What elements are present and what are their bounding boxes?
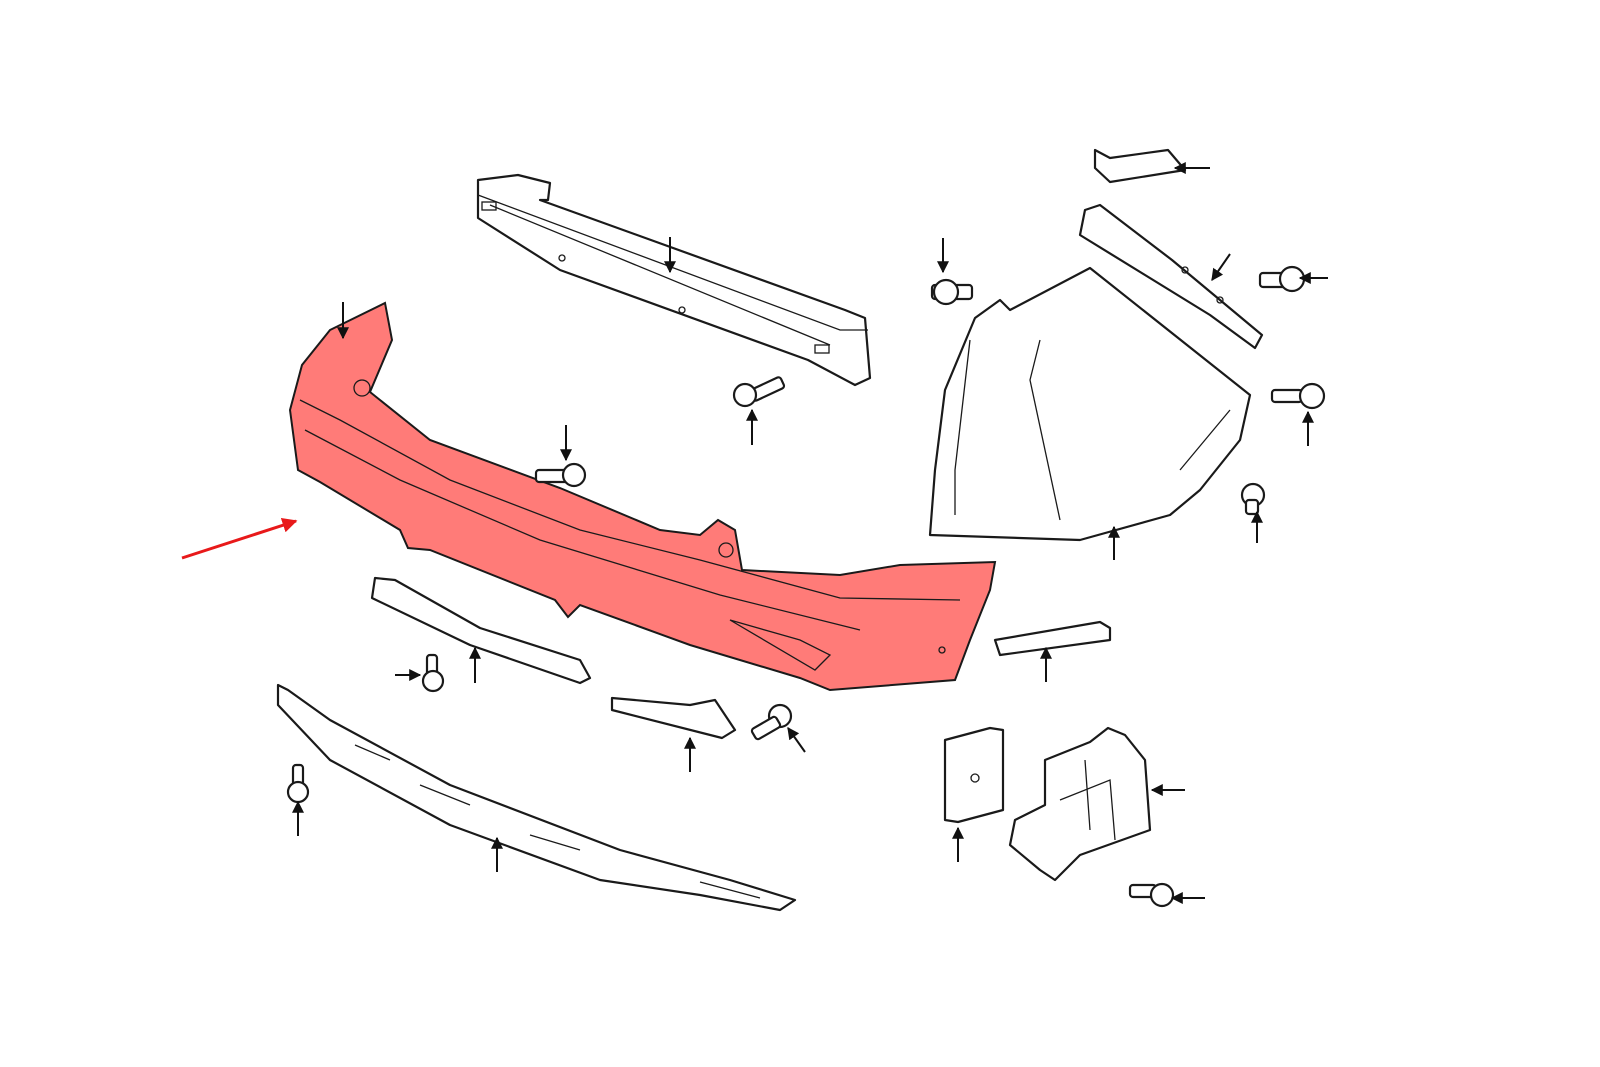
bolt-icon (930, 278, 974, 306)
bolt-icon (732, 376, 786, 408)
lower-center-bracket-stroke (610, 696, 737, 740)
bumper-mount-bracket-stroke (1059, 759, 1116, 841)
upper-bracket-stroke (1078, 203, 1264, 350)
bolt-icon-stroke (1298, 382, 1326, 410)
bumper-reinforcement-beam (476, 173, 872, 387)
bolt-icon (534, 462, 587, 488)
bumper-corner-panel (928, 266, 1252, 542)
bumper-corner-panel-stroke (954, 339, 1231, 521)
highlight-pointer-arrow (181, 518, 298, 560)
bumper-reinforcement-beam-stroke (558, 254, 566, 262)
upper-bracket-stroke (1181, 266, 1189, 274)
absorber-pad-stroke (970, 773, 980, 783)
bolt-icon-stroke (421, 669, 445, 693)
callout-arrows-stroke (1211, 253, 1231, 281)
absorber-pad-stroke (943, 726, 1005, 824)
bolt-icon-stroke (750, 715, 782, 741)
bumper-corner-panel-stroke (928, 266, 1252, 542)
bumper-cover-highlighted-stroke (938, 646, 946, 654)
bumper-cover-highlighted-stroke (304, 429, 861, 631)
lower-valance-skid-plate-stroke (276, 683, 797, 912)
bolt-icon (286, 763, 310, 804)
absorber-pad (943, 726, 1005, 824)
upper-bracket-stroke (1093, 148, 1187, 184)
callout-arrows-stroke (787, 727, 806, 753)
bolt-icon (1128, 882, 1175, 908)
bolt-icon (750, 703, 793, 741)
bolt-icon-stroke (732, 382, 758, 408)
fasteners (286, 265, 1326, 908)
bumper-cover-highlighted-stroke (353, 379, 371, 397)
bolt-icon-stroke (1244, 498, 1260, 516)
bolt-icon-stroke (286, 780, 310, 804)
bumper-cover-highlighted-stroke (729, 619, 832, 671)
bumper-cover-highlighted-stroke (299, 399, 961, 601)
right-side-bracket (993, 620, 1112, 657)
bumper-cover-highlighted[interactable] (288, 301, 997, 692)
bolt-icon-stroke (1149, 882, 1175, 908)
lower-valance-skid-plate (276, 683, 797, 912)
lower-valance-skid-plate-stroke (354, 744, 761, 899)
bumper-cover-shape[interactable] (288, 301, 997, 692)
right-side-bracket-stroke (993, 620, 1112, 657)
bolt-icon (421, 653, 445, 693)
bumper-reinforcement-beam-stroke (814, 344, 830, 354)
bumper-cover-highlighted-stroke (718, 542, 734, 558)
bolt-icon (1258, 265, 1306, 293)
bumper-reinforcement-beam-stroke (481, 201, 497, 211)
bolt-icon-stroke (561, 462, 587, 488)
bolt-icon-stroke (932, 278, 960, 306)
bumper-reinforcement-beam-stroke (678, 306, 686, 314)
callout-arrows (292, 162, 1328, 904)
bumper-reinforcement-beam-stroke (477, 194, 868, 346)
bumper-mount-bracket (1008, 726, 1152, 882)
bumper-mount-bracket-stroke (1008, 726, 1152, 882)
upper-bracket-stroke (1216, 296, 1224, 304)
lower-center-bracket (610, 696, 737, 740)
bumper-reinforcement-beam-stroke (476, 173, 872, 387)
lower-left-bracket (370, 576, 592, 685)
bolt-icon (1240, 482, 1266, 516)
lower-left-bracket-stroke (370, 576, 592, 685)
bolt-icon (1270, 382, 1326, 410)
bolt-icon-stroke (1270, 388, 1304, 404)
